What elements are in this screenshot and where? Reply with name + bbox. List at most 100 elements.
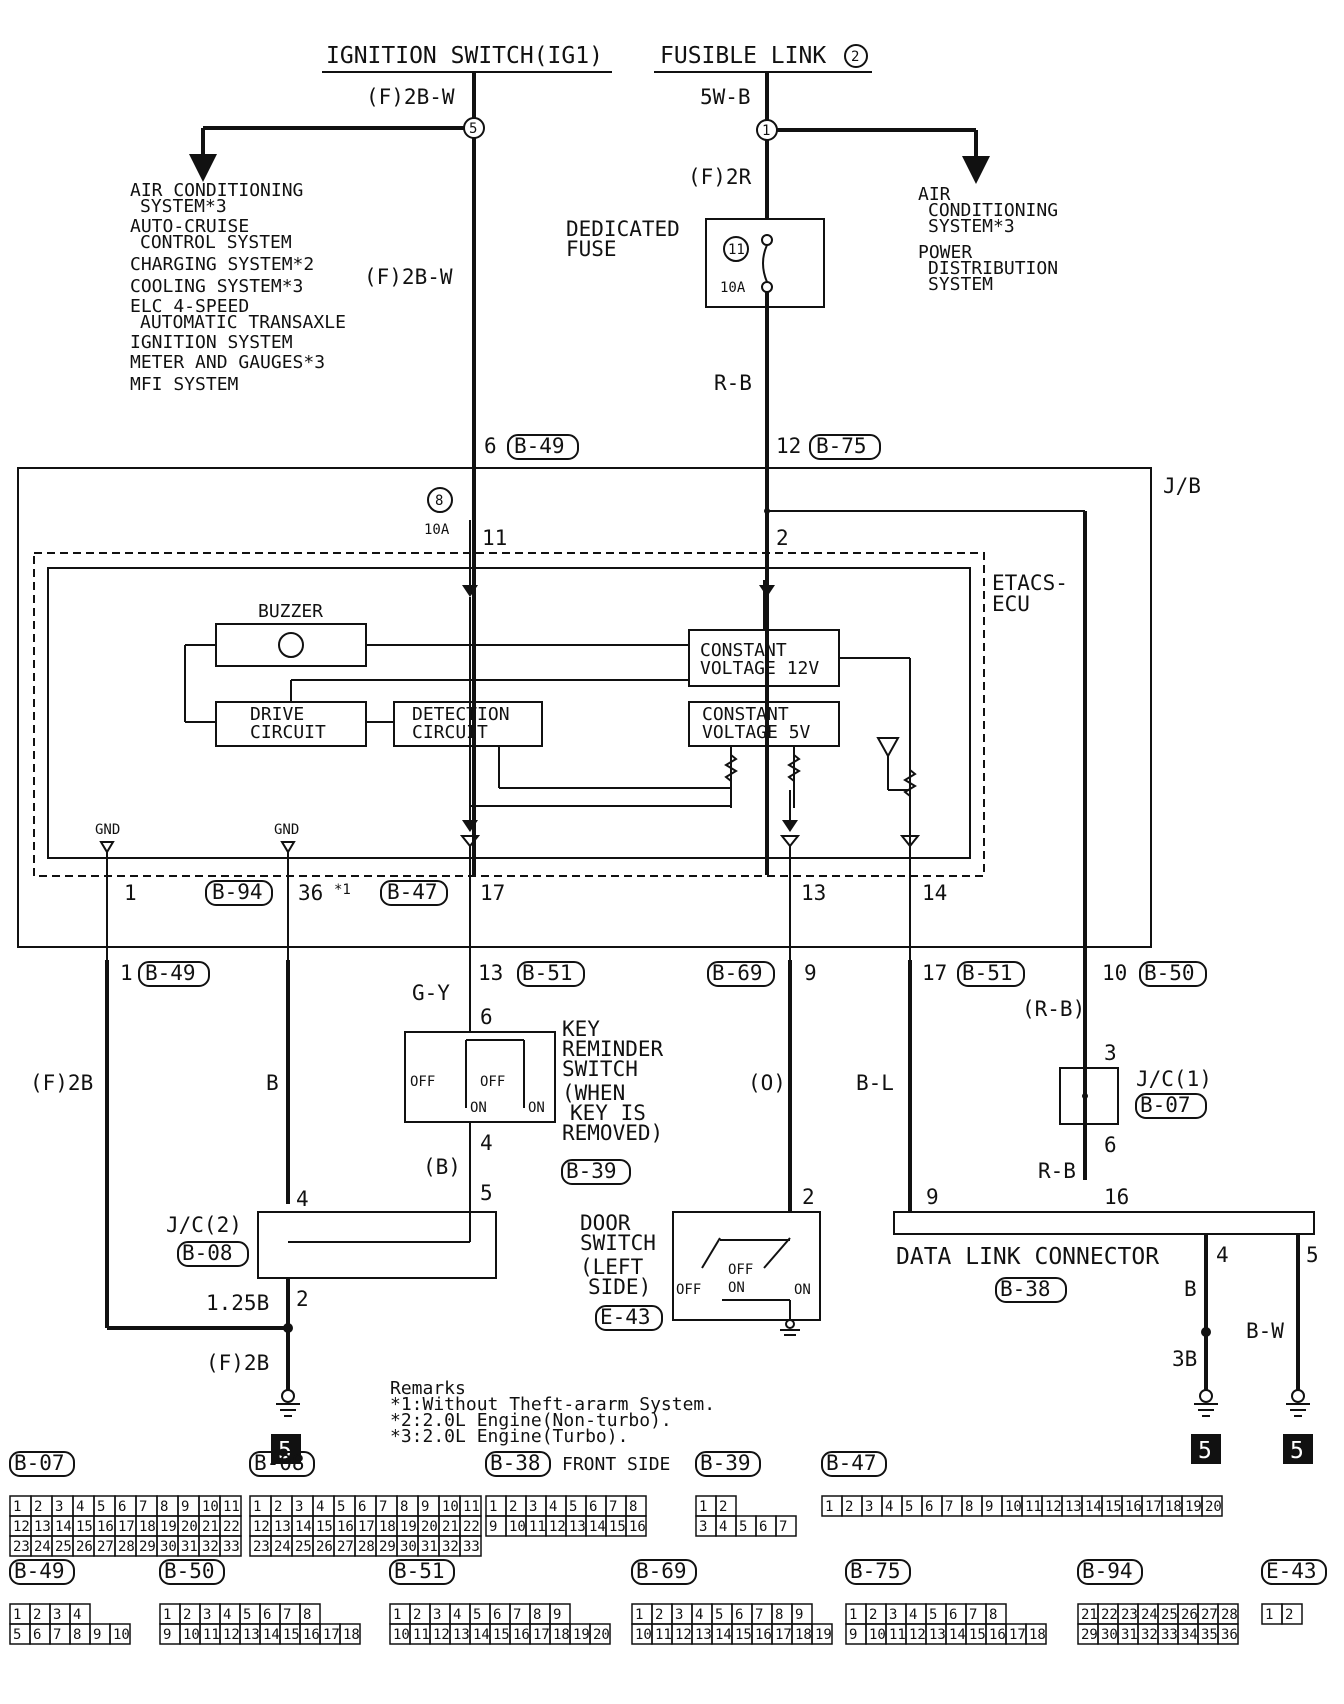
pin-number: 2: [183, 1607, 191, 1623]
pin-number: 11: [655, 1627, 672, 1643]
pin-number: 5: [97, 1499, 105, 1515]
pin-number: 5: [715, 1607, 723, 1623]
connector-name: B-75: [850, 1559, 901, 1583]
pin-number: 7: [609, 1499, 617, 1515]
pin-number: 1: [699, 1499, 707, 1515]
pin-number: 10: [1005, 1499, 1022, 1515]
connector-name: B-51: [394, 1559, 445, 1583]
pin-number: 13: [929, 1627, 946, 1643]
pin-number: 19: [1185, 1499, 1202, 1515]
pin-number: 8: [303, 1607, 311, 1623]
pin-number: 28: [1221, 1607, 1238, 1623]
svg-text:AUTO-CRUISE: AUTO-CRUISE: [130, 216, 249, 237]
pin-cell: [625, 1515, 647, 1537]
pin-number: 3: [203, 1607, 211, 1623]
ground-ref-2: 5: [1198, 1438, 1212, 1464]
svg-text:SYSTEM*3: SYSTEM*3: [928, 216, 1015, 237]
pin-cell: [775, 1515, 797, 1537]
pin-cell: [1201, 1495, 1223, 1517]
pin-number: 8: [73, 1627, 81, 1643]
key-reminder-label: KEY REMINDER SWITCH (WHEN KEY IS REMOVED…: [562, 1017, 664, 1145]
svg-text:B-W: B-W: [1246, 1319, 1284, 1343]
fusible-number: 2: [851, 49, 859, 65]
data-link-connector-bar: [893, 1211, 1315, 1235]
pin-number: 11: [413, 1627, 430, 1643]
pin-number: 16: [513, 1627, 530, 1643]
pin-number: 2: [509, 1499, 517, 1515]
conn-b50: B-50: [1144, 961, 1195, 985]
pin-number: 33: [223, 1539, 240, 1555]
svg-text:CONTROL SYSTEM: CONTROL SYSTEM: [140, 232, 292, 253]
connector-name: B-07: [14, 1451, 65, 1475]
pin-number: 12: [13, 1519, 30, 1535]
jc2-box: [257, 1211, 497, 1279]
pin-number: 35: [1201, 1627, 1218, 1643]
pin-number: 9: [163, 1627, 171, 1643]
pin-number: 18: [343, 1627, 360, 1643]
svg-text:Remarks: Remarks: [390, 1378, 466, 1399]
pin-number: 3: [55, 1499, 63, 1515]
pin-number: 5: [739, 1519, 747, 1535]
pin-number: 1: [825, 1499, 833, 1515]
pin-cell: [589, 1623, 611, 1645]
pin-number: 2: [274, 1499, 282, 1515]
pin-number: 3: [433, 1607, 441, 1623]
pin-number: 8: [965, 1499, 973, 1515]
key-reminder-switch-box: [404, 1031, 556, 1123]
pin-number: 5: [337, 1499, 345, 1515]
svg-text:FUSE: FUSE: [566, 237, 617, 261]
pin-number: 13: [274, 1519, 291, 1535]
pin-number: 3: [865, 1499, 873, 1515]
jc2-label: J/C(2): [166, 1213, 242, 1237]
svg-text:ECU: ECU: [992, 592, 1030, 616]
pin-number: 16: [303, 1627, 320, 1643]
fl-wire-label: 5W-B: [700, 85, 751, 109]
pin-number: 23: [253, 1539, 270, 1555]
svg-text:12: 12: [776, 434, 801, 458]
connector-name: B-49: [14, 1559, 65, 1583]
pin-number: 17: [533, 1627, 550, 1643]
svg-text:AUTOMATIC TRANSAXLE: AUTOMATIC TRANSAXLE: [140, 312, 346, 333]
svg-text:REMOVED): REMOVED): [562, 1121, 663, 1145]
pin-number: 10: [442, 1499, 459, 1515]
pin-number: 15: [76, 1519, 93, 1535]
pin-number: 31: [421, 1539, 438, 1555]
svg-text:IGNITION SYSTEM: IGNITION SYSTEM: [130, 332, 293, 353]
conn-b47: B-47: [387, 880, 438, 904]
svg-text:CHARGING SYSTEM*2: CHARGING SYSTEM*2: [130, 254, 314, 275]
pin-number: 18: [139, 1519, 156, 1535]
pin-number: 1: [635, 1607, 643, 1623]
pin-number: 30: [160, 1539, 177, 1555]
pin-number: 22: [223, 1519, 240, 1535]
pin-number: 16: [1125, 1499, 1142, 1515]
svg-text:17: 17: [922, 961, 947, 985]
pin-number: 6: [925, 1499, 933, 1515]
pin-cell: [811, 1623, 833, 1645]
pin-number: 16: [97, 1519, 114, 1535]
pin-number: 27: [1201, 1607, 1218, 1623]
pin-number: 14: [263, 1627, 280, 1643]
pin-number: 21: [442, 1519, 459, 1535]
connector-name: E-43: [1266, 1559, 1317, 1583]
pin-number: 3: [529, 1499, 537, 1515]
pin-number: 2: [655, 1607, 663, 1623]
pin-number: 10: [869, 1627, 886, 1643]
pin-number: 1: [253, 1499, 261, 1515]
pin-number: 14: [715, 1627, 732, 1643]
jc1-label: J/C(1): [1136, 1067, 1212, 1091]
conn-b07: B-07: [1140, 1093, 1191, 1117]
pin-number: 32: [202, 1539, 219, 1555]
svg-text:OFF: OFF: [728, 1262, 753, 1278]
pin-number: 9: [553, 1607, 561, 1623]
pin-number: 10: [509, 1519, 526, 1535]
svg-text:5: 5: [1306, 1243, 1319, 1267]
pin-number: 19: [400, 1519, 417, 1535]
svg-text:OFF: OFF: [410, 1074, 435, 1090]
pin-number: 9: [985, 1499, 993, 1515]
right-system-list: AIR CONDITIONING SYSTEM*3 POWER DISTRIBU…: [918, 184, 1058, 295]
pin-number: 17: [323, 1627, 340, 1643]
svg-text:ON: ON: [794, 1282, 811, 1298]
